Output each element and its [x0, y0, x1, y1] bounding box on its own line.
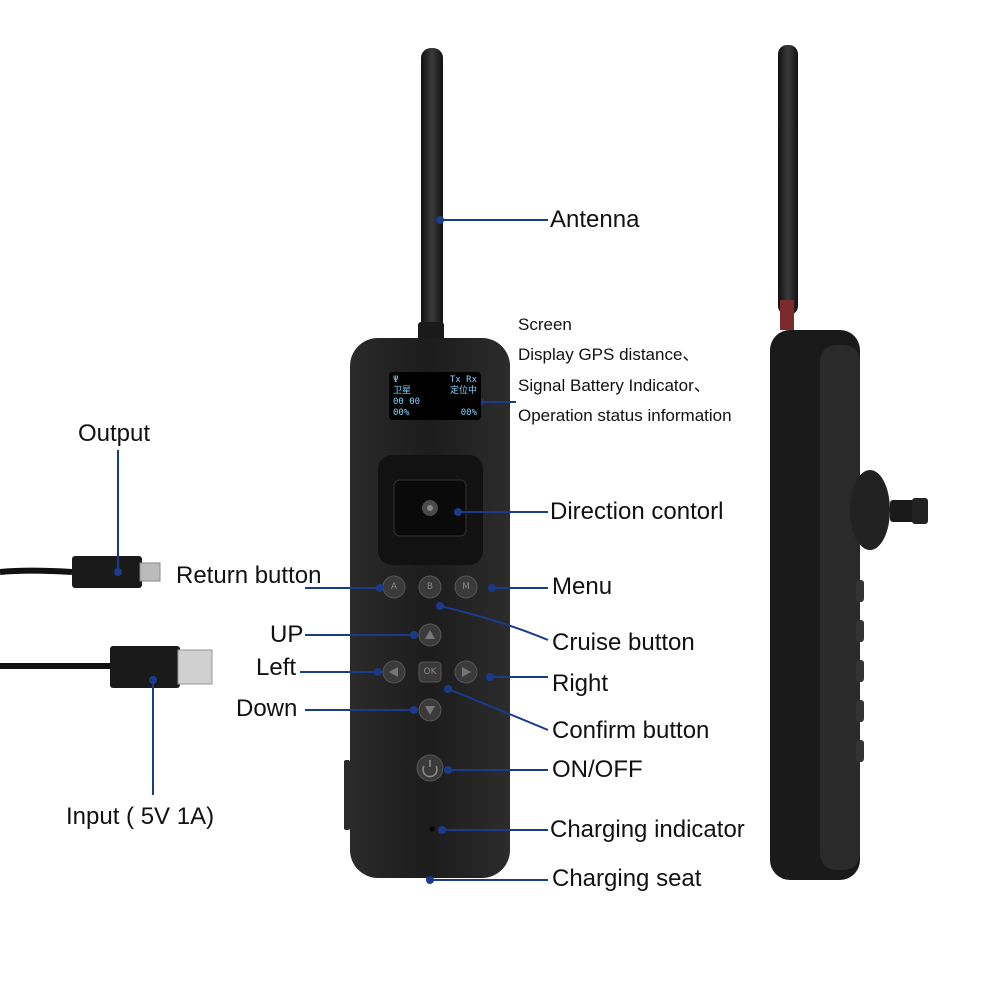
label-screen-title: Screen — [518, 315, 572, 334]
label-up: UP — [270, 621, 304, 648]
button-power — [416, 754, 444, 782]
label-direction-control: Direction contorl — [550, 498, 724, 525]
button-b-label: B — [426, 582, 434, 592]
label-on-off: ON/OFF — [552, 756, 643, 783]
front-buttons — [382, 575, 478, 832]
label-antenna: Antenna — [550, 206, 640, 233]
distance-readout: 00 00 — [393, 397, 421, 407]
positioning-text: 定位中 — [449, 386, 477, 396]
label-left: Left — [256, 654, 297, 681]
label-menu: Menu — [552, 573, 613, 600]
charging-led — [429, 826, 435, 832]
antenna-glyph: Ψ — [393, 375, 399, 385]
side-view-remote — [770, 45, 928, 880]
rx-indicator: Rx — [466, 375, 477, 385]
tx-indicator: Tx — [449, 375, 461, 385]
rx-battery: 00% — [460, 408, 477, 418]
button-ok-label: OK — [423, 667, 437, 677]
label-output: Output — [78, 420, 151, 447]
button-a-label: A — [390, 582, 398, 592]
label-screen-line3: Operation status information — [518, 406, 732, 425]
front-antenna — [418, 48, 444, 342]
oled-screen: Ψ Tx Rx 卫星 定位中 00 00 00% 00% — [389, 372, 481, 420]
front-remote-body — [344, 338, 510, 878]
leader-lines — [114, 216, 549, 884]
label-screen-line1: Display GPS distance、 — [518, 345, 700, 364]
label-return-button: Return button — [176, 562, 322, 589]
label-down: Down — [236, 695, 298, 722]
label-charging-seat: Charging seat — [552, 865, 702, 892]
label-right: Right — [552, 670, 609, 697]
label-screen-line2: Signal Battery Indicator、 — [518, 376, 711, 395]
micro-usb-cable — [0, 556, 161, 588]
label-input: Input ( 5V 1A) — [66, 803, 215, 830]
satellite-text: 卫星 — [393, 386, 412, 396]
label-charging-indicator: Charging indicator — [550, 816, 745, 843]
label-cruise-button: Cruise button — [552, 629, 695, 656]
label-confirm-button: Confirm button — [552, 717, 710, 744]
button-ok — [418, 661, 442, 683]
usb-a-cable — [0, 646, 213, 688]
button-m-label: M — [462, 582, 470, 592]
tx-battery: 00% — [393, 408, 410, 418]
button-b — [418, 575, 442, 599]
button-m — [454, 575, 478, 599]
